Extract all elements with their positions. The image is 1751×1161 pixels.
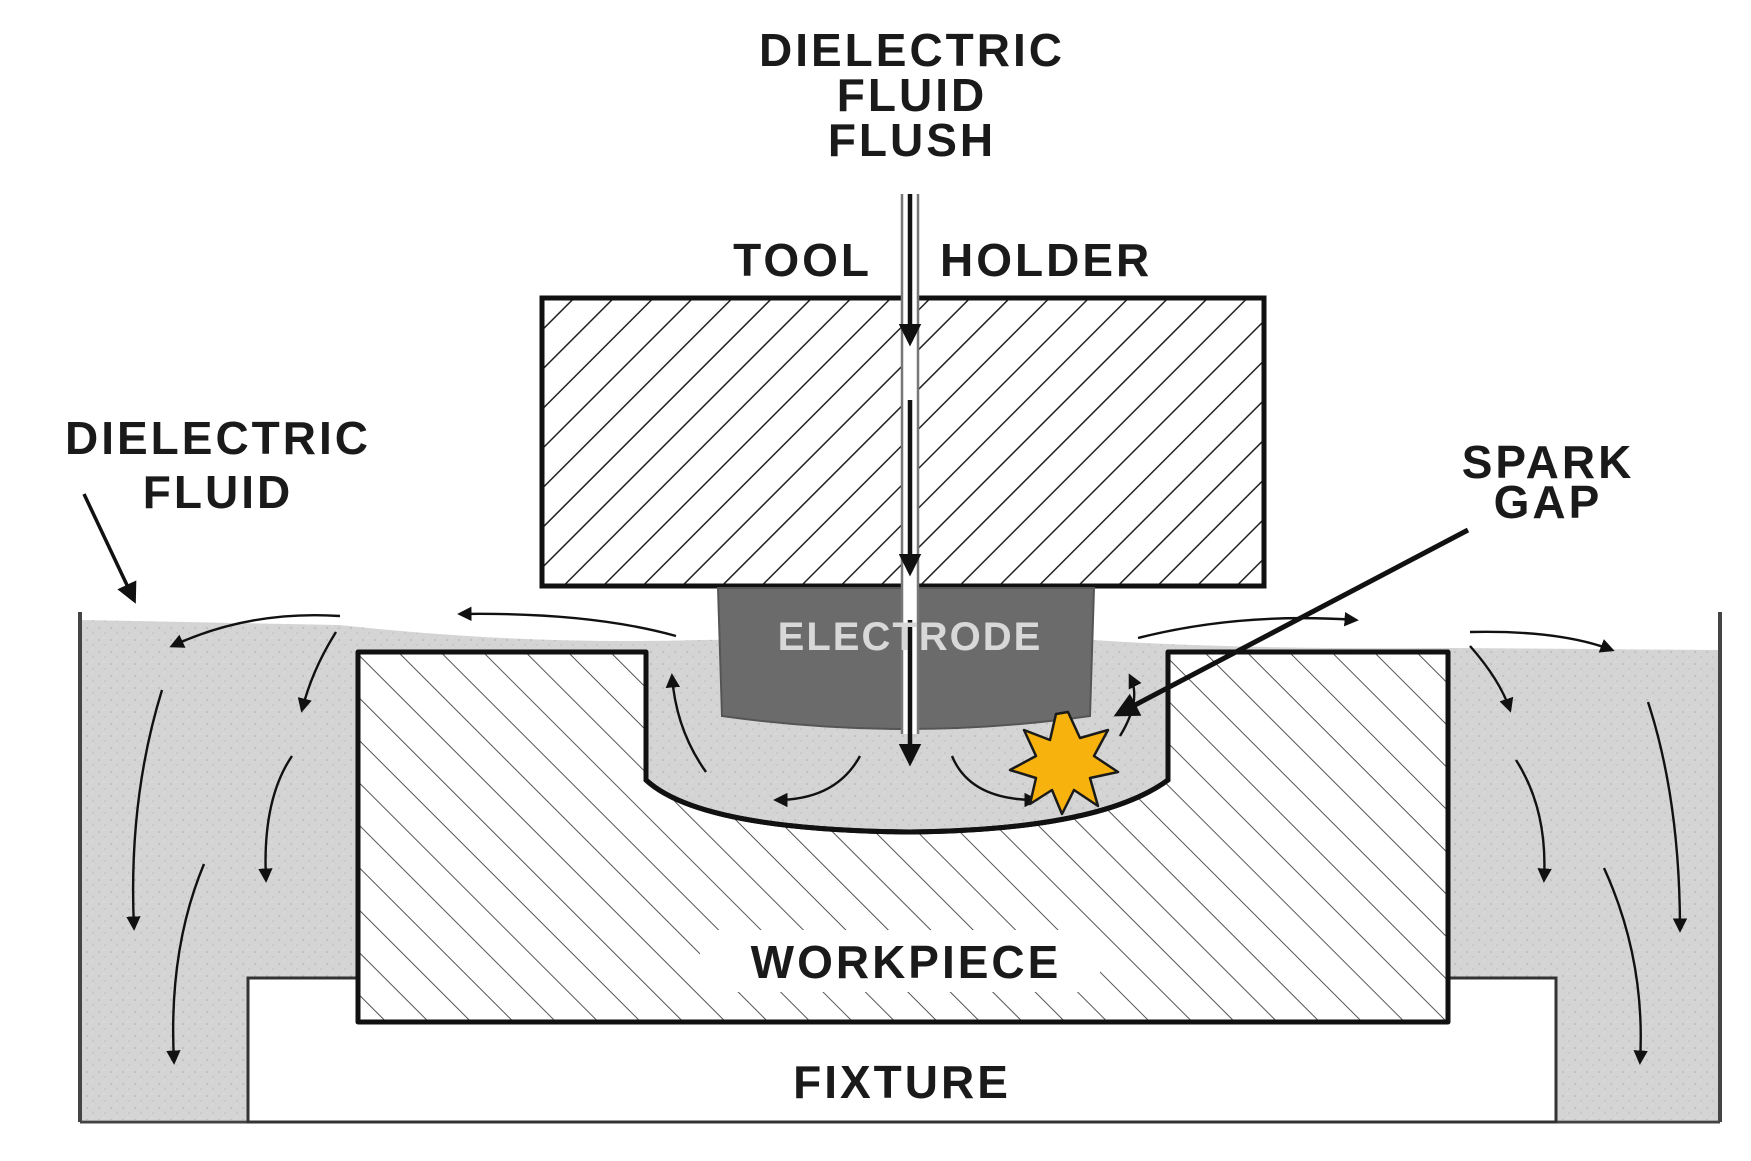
spark-gap-label-line2: GAP <box>1494 476 1603 528</box>
tool-label: TOOL <box>733 234 872 286</box>
spark-burst-icon <box>1008 710 1120 816</box>
flush-label-line2: FLUID <box>837 69 987 121</box>
workpiece-label-bg <box>700 930 1100 992</box>
flush-label-line3: FLUSH <box>828 114 996 166</box>
dielectric-fluid-pointer <box>82 493 137 604</box>
flow-arrows <box>126 606 1688 1065</box>
workpiece-label: WORKPIECE <box>751 936 1062 988</box>
dielectric-fluid-label-line1: DIELECTRIC <box>65 412 371 464</box>
spark-gap-pointer <box>1113 527 1470 717</box>
holder-label: HOLDER <box>940 234 1152 286</box>
fixture-label: FIXTURE <box>793 1056 1011 1108</box>
flush-channel <box>898 194 922 767</box>
flush-label-line1: DIELECTRIC <box>759 24 1065 76</box>
cavity-outline <box>643 652 1171 835</box>
dielectric-fluid-label-line2: FLUID <box>143 466 293 518</box>
spark-gap-label-line1: SPARK <box>1462 436 1635 488</box>
electrode-label: ELECTRODE <box>778 615 1043 659</box>
